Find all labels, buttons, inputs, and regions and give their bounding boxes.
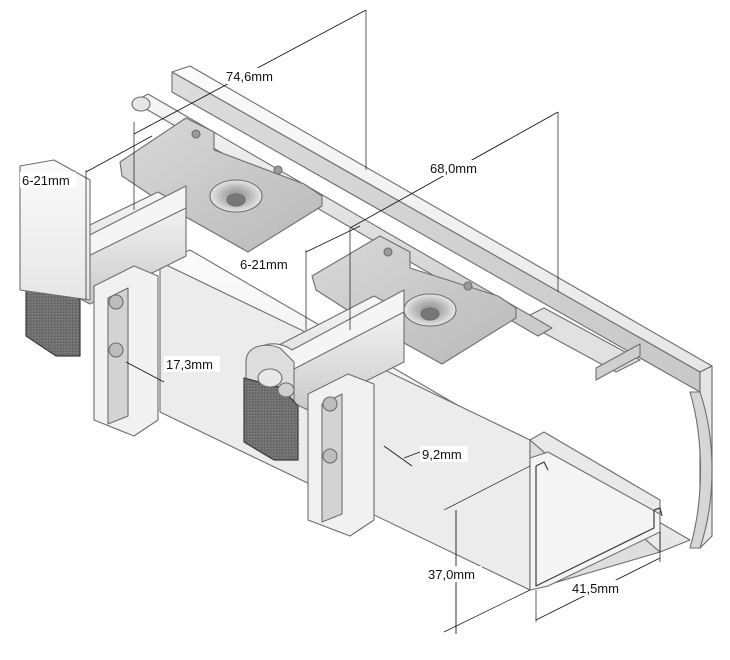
dim-label-clamp-mid: 6-21mm bbox=[240, 257, 288, 272]
dim-label-width: 41,5mm bbox=[572, 581, 619, 596]
back-rail bbox=[171, 65, 713, 549]
dim-label-length-right: 68,0mm bbox=[430, 161, 477, 176]
dimension-labels: 74,6mm 68,0mm 6-21mm 6-21mm 17,3mm 9,2mm… bbox=[20, 68, 626, 596]
clamp-assembly-rear bbox=[19, 117, 323, 437]
channel-profile bbox=[519, 307, 663, 591]
dim-label-length-top: 74,6mm bbox=[226, 69, 273, 84]
dim-label-offset-1: 17,3mm bbox=[166, 357, 213, 372]
clamp-assembly-front bbox=[243, 235, 517, 537]
dim-label-clamp-left: 6-21mm bbox=[22, 173, 70, 188]
dim-label-height: 37,0mm bbox=[428, 567, 475, 582]
dim-label-offset-2: 9,2mm bbox=[422, 447, 462, 462]
